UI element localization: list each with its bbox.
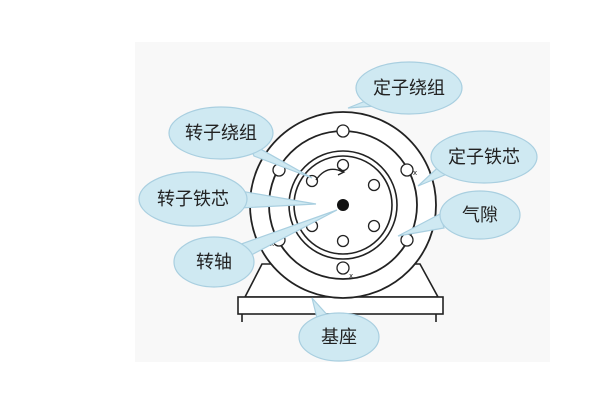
label-rotor-winding: 转子绕组: [185, 123, 257, 144]
rotation-arrow: [315, 167, 346, 181]
callout-stator-winding: 定子绕组: [347, 61, 463, 115]
label-base: 基座: [321, 327, 357, 348]
svg-text:x: x: [413, 169, 417, 177]
svg-text:x: x: [349, 272, 353, 280]
callout-rotor-core: 转子铁芯: [138, 171, 317, 227]
stator-slot: [336, 261, 350, 275]
callout-stator-core: 定子铁芯: [417, 130, 538, 187]
rotor-slot: [367, 178, 381, 192]
label-stator-core: 定子铁芯: [448, 147, 520, 168]
callout-shaft: 转轴: [173, 209, 338, 288]
shaft-dot: [337, 199, 349, 211]
rotor-slot: [336, 234, 350, 248]
stator-slot: [336, 124, 350, 138]
label-rotor-core: 转子铁芯: [157, 189, 229, 210]
rotor-slot: [367, 219, 381, 233]
callout-rotor-winding: 转子绕组: [168, 106, 313, 179]
label-stator-winding: 定子绕组: [373, 78, 445, 99]
stator-slot: [400, 163, 414, 177]
callout-base: 基座: [298, 297, 380, 362]
label-air-gap: 气隙: [462, 205, 498, 226]
label-shaft: 转轴: [196, 252, 232, 273]
rotor-slot: [305, 174, 319, 188]
stator-slot: [400, 233, 414, 247]
rotor-winding-slots: [305, 158, 381, 248]
callout-air-gap: 气隙: [397, 190, 521, 240]
